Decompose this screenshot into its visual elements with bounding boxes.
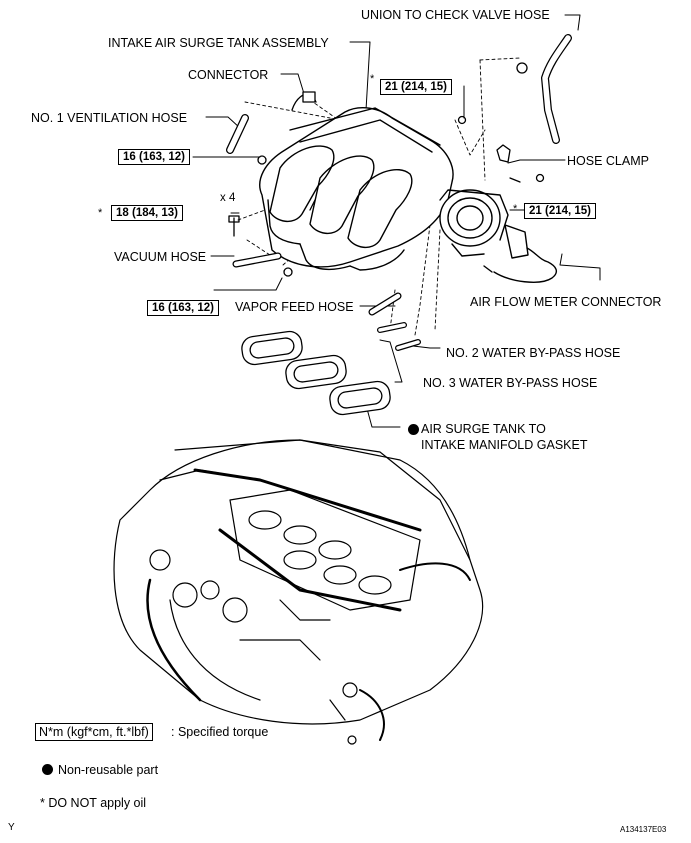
- torque-box-t3: 18 (184, 13): [111, 205, 184, 221]
- union-to-check-valve-hose-label: UNION TO CHECK VALVE HOSE: [361, 8, 550, 22]
- non-reusable-dot-icon: [408, 424, 419, 435]
- engine-block: [113, 439, 484, 745]
- torque-box-t2: 16 (163, 12): [118, 149, 191, 165]
- legend-dot-icon: [42, 764, 53, 775]
- hoses: [226, 34, 572, 351]
- torque-box-t4: 21 (214, 15): [524, 203, 597, 219]
- no1-ventilation-hose-label: NO. 1 VENTILATION HOSE: [31, 111, 188, 125]
- vapor-feed-hose-label: VAPOR FEED HOSE: [235, 300, 354, 314]
- air-flow-meter-connector-label: AIR FLOW METER CONNECTOR: [470, 295, 662, 309]
- surge-tank: [259, 107, 558, 283]
- asterisk-mark-t1: *: [370, 73, 375, 85]
- torque-box-t1: 21 (214, 15): [380, 79, 453, 95]
- gasket-label-line2: INTAKE MANIFOLD GASKET: [421, 438, 588, 452]
- no3-water-bypass-hose-label: NO. 3 WATER BY-PASS HOSE: [423, 376, 598, 390]
- legend-no-oil-text: * DO NOT apply oil: [40, 796, 147, 810]
- no2-water-bypass-hose-label: NO. 2 WATER BY-PASS HOSE: [446, 346, 621, 360]
- legend-torque-box: N*m (kgf*cm, ft.*lbf): [35, 723, 153, 741]
- intake-air-surge-tank-label: INTAKE AIR SURGE TANK ASSEMBLY: [108, 36, 329, 50]
- figure-id: A134137E03: [620, 825, 667, 834]
- dashed-guides: [237, 57, 521, 336]
- gasket-label-line1: AIR SURGE TANK TO: [421, 422, 546, 436]
- legend-torque-text: : Specified torque: [171, 725, 269, 739]
- gaskets: [241, 330, 391, 416]
- leader-lines: [192, 14, 601, 428]
- quantity-x4: x 4: [220, 192, 236, 204]
- torque-box-t5: 16 (163, 12): [147, 300, 220, 316]
- asterisk-mark-t4: *: [513, 203, 518, 215]
- legend-nonreusable-text: Non-reusable part: [58, 763, 159, 777]
- connector-label: CONNECTOR: [188, 68, 269, 82]
- asterisk-mark-t3: *: [98, 207, 103, 219]
- vacuum-hose-label: VACUUM HOSE: [114, 250, 207, 264]
- hose-clamp-label: HOSE CLAMP: [567, 154, 649, 168]
- footer-code: Y: [8, 822, 15, 833]
